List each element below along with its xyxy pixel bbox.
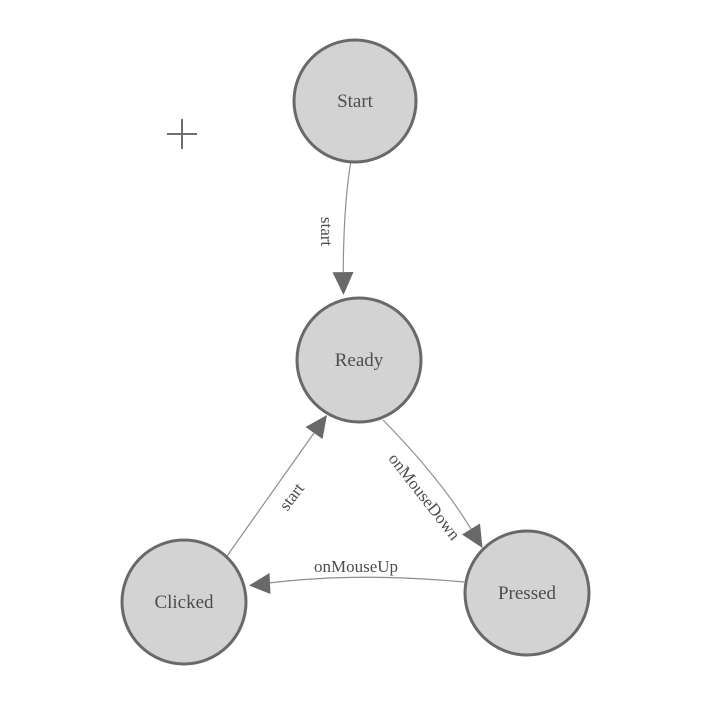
- edge-clicked-to-ready[interactable]: start: [226, 415, 327, 557]
- state-circle[interactable]: [292, 38, 418, 164]
- edge-label-onmouseup: onMouseUp: [314, 557, 398, 576]
- arrowhead-icon: [332, 272, 354, 295]
- state-node-ready[interactable]: Ready: [295, 296, 423, 424]
- arrowhead-icon: [462, 523, 483, 548]
- state-label-pressed: Pressed: [498, 583, 557, 604]
- state-label-clicked: Clicked: [154, 592, 214, 613]
- edge-line[interactable]: [226, 432, 315, 557]
- state-circle[interactable]: [463, 529, 591, 657]
- state-node-pressed[interactable]: Pressed: [463, 529, 591, 657]
- state-node-clicked[interactable]: Clicked: [120, 538, 248, 666]
- edge-pressed-to-clicked[interactable]: onMouseUp: [249, 557, 465, 594]
- state-circle[interactable]: [120, 538, 248, 666]
- crosshair-icon: [167, 119, 197, 149]
- arrowhead-icon: [305, 415, 327, 439]
- arrowhead-icon: [249, 573, 271, 594]
- edge-line[interactable]: [268, 576, 465, 584]
- edge-start-to-ready[interactable]: start: [317, 160, 354, 295]
- edge-label-onmousedown: onMouseDown: [385, 449, 465, 544]
- edge-line[interactable]: [342, 160, 352, 273]
- edge-line[interactable]: [382, 419, 472, 530]
- edge-label-start-1: start: [317, 217, 336, 247]
- state-label-ready: Ready: [335, 350, 384, 371]
- state-label-start: Start: [337, 91, 374, 112]
- state-circle[interactable]: [295, 296, 423, 424]
- state-node-start[interactable]: Start: [292, 38, 418, 164]
- edge-ready-to-pressed[interactable]: onMouseDown: [382, 419, 483, 548]
- edge-label-start-2: start: [275, 479, 308, 514]
